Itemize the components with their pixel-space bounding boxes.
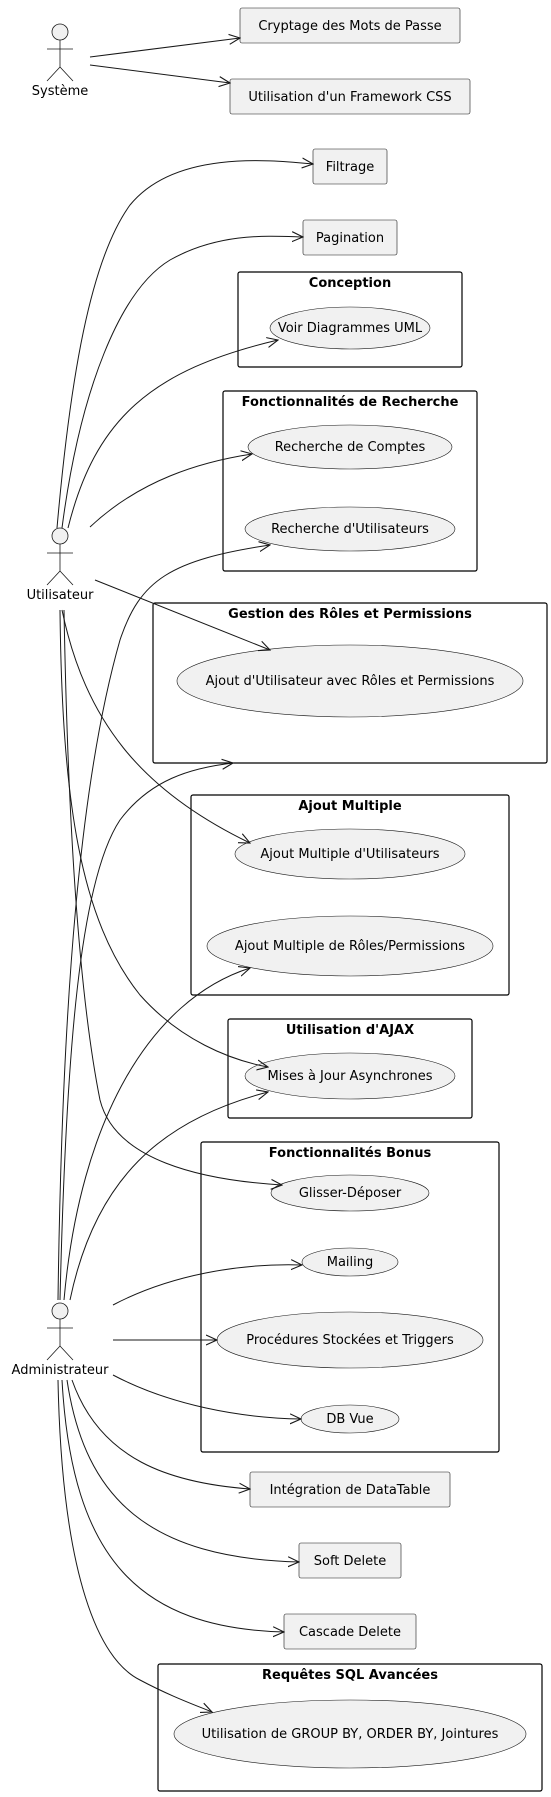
usecase-recherche-utilisateurs-label: Recherche d'Utilisateurs — [271, 522, 429, 537]
actor-administrateur-label: Administrateur — [12, 1363, 110, 1378]
usecase-ajout-multiple-utilisateurs: Ajout Multiple d'Utilisateurs — [234, 828, 466, 880]
usecase-uml: Voir Diagrammes UML — [269, 306, 431, 350]
edge-admin-datatable — [71, 1379, 250, 1489]
edge-admin-roles-package — [59, 763, 233, 1301]
edge-admin-soft-delete — [66, 1379, 299, 1562]
edge-admin-mailing — [112, 1265, 302, 1306]
usecase-mises-a-jour-label: Mises à Jour Asynchrones — [267, 1069, 432, 1084]
package-bonus-title: Fonctionnalités Bonus — [269, 1146, 432, 1161]
package-roles: Gestion des Rôles et Permissions — [152, 602, 548, 764]
usecase-mailing-label: Mailing — [327, 1255, 374, 1270]
package-roles-title: Gestion des Rôles et Permissions — [228, 607, 472, 622]
usecase-datatable-label: Intégration de DataTable — [270, 1483, 431, 1498]
actor-administrateur: Administrateur — [12, 1302, 110, 1378]
usecase-db-vue-label: DB Vue — [326, 1412, 373, 1427]
edge-utilisateur-ajout-roles — [94, 579, 270, 650]
usecase-ajout-multiple-roles-label: Ajout Multiple de Rôles/Permissions — [235, 939, 465, 954]
usecase-ajout-roles-label: Ajout d'Utilisateur avec Rôles et Permis… — [206, 674, 495, 689]
edge-utilisateur-glisser — [63, 609, 282, 1185]
edge-systeme-cryptage — [89, 38, 240, 58]
edge-utilisateur-filtrage — [56, 161, 313, 529]
package-ajout-multiple-title: Ajout Multiple — [298, 799, 402, 814]
package-bonus: Fonctionnalités Bonus — [200, 1141, 500, 1453]
package-recherche: Fonctionnalités de Recherche — [222, 390, 478, 572]
usecase-datatable: Intégration de DataTable — [249, 1471, 451, 1508]
usecase-ajout-multiple-roles: Ajout Multiple de Rôles/Permissions — [206, 915, 494, 977]
actor-systeme-label: Système — [32, 84, 88, 99]
usecase-framework-css: Utilisation d'un Framework CSS — [229, 78, 471, 115]
usecase-group-by: Utilisation de GROUP BY, ORDER BY, Joint… — [173, 1699, 527, 1769]
usecase-framework-css-label: Utilisation d'un Framework CSS — [248, 90, 451, 105]
usecase-filtrage: Filtrage — [312, 148, 388, 185]
edge-admin-cascade — [61, 1379, 284, 1632]
usecase-cryptage: Cryptage des Mots de Passe — [239, 7, 461, 44]
usecase-db-vue: DB Vue — [300, 1404, 400, 1434]
usecase-group-by-label: Utilisation de GROUP BY, ORDER BY, Joint… — [202, 1727, 499, 1742]
usecase-filtrage-label: Filtrage — [326, 160, 374, 175]
usecase-uml-label: Voir Diagrammes UML — [278, 321, 423, 336]
package-sql: Requêtes SQL Avancées — [157, 1663, 543, 1792]
usecase-ajout-roles: Ajout d'Utilisateur avec Rôles et Permis… — [176, 644, 524, 718]
package-recherche-title: Fonctionnalités de Recherche — [242, 395, 459, 410]
usecase-cascade-delete: Cascade Delete — [283, 1613, 417, 1650]
usecase-pagination-label: Pagination — [316, 231, 384, 246]
usecase-procedures: Procédures Stockées et Triggers — [216, 1311, 484, 1369]
actor-systeme: Système — [32, 23, 88, 99]
usecase-recherche-comptes: Recherche de Comptes — [247, 424, 453, 470]
edge-utilisateur-mises-a-jour — [59, 609, 268, 1067]
usecase-mises-a-jour: Mises à Jour Asynchrones — [244, 1052, 456, 1100]
usecase-ajout-multiple-utilisateurs-label: Ajout Multiple d'Utilisateurs — [260, 847, 439, 862]
package-conception-title: Conception — [309, 276, 391, 291]
package-sql-title: Requêtes SQL Avancées — [262, 1668, 438, 1683]
edge-admin-db-vue — [112, 1374, 301, 1419]
usecase-procedures-label: Procédures Stockées et Triggers — [246, 1333, 454, 1348]
usecase-pagination: Pagination — [302, 219, 398, 256]
usecase-glisser-deposer-label: Glisser-Déposer — [299, 1186, 402, 1201]
edge-utilisateur-pagination — [61, 236, 303, 529]
edge-admin-ajout-rp — [63, 968, 250, 1301]
usecase-soft-delete-label: Soft Delete — [314, 1554, 387, 1569]
usecase-glisser-deposer: Glisser-Déposer — [270, 1174, 430, 1212]
usecase-recherche-comptes-label: Recherche de Comptes — [275, 440, 426, 455]
package-ajax-title: Utilisation d'AJAX — [286, 1023, 414, 1038]
edge-admin-group-by — [57, 1379, 212, 1712]
package-conception: Conception — [237, 271, 463, 368]
usecase-recherche-utilisateurs: Recherche d'Utilisateurs — [244, 506, 456, 552]
edge-admin-recherche-utilisateurs — [57, 545, 270, 1301]
edge-utilisateur-ajout-users — [61, 609, 250, 843]
actor-utilisateur-label: Utilisateur — [27, 588, 95, 603]
edge-systeme-framework — [89, 64, 230, 83]
usecase-mailing: Mailing — [301, 1247, 399, 1277]
package-ajax: Utilisation d'AJAX — [227, 1018, 473, 1119]
edge-utilisateur-uml — [67, 340, 278, 529]
usecase-cryptage-label: Cryptage des Mots de Passe — [258, 19, 441, 34]
actor-utilisateur: Utilisateur — [27, 527, 95, 603]
package-ajout-multiple: Ajout Multiple — [190, 794, 510, 996]
usecase-soft-delete: Soft Delete — [298, 1542, 402, 1579]
edge-admin-mises-a-jour — [69, 1092, 268, 1301]
usecase-cascade-delete-label: Cascade Delete — [299, 1625, 401, 1640]
edge-utilisateur-recherche-comptes — [89, 454, 252, 528]
